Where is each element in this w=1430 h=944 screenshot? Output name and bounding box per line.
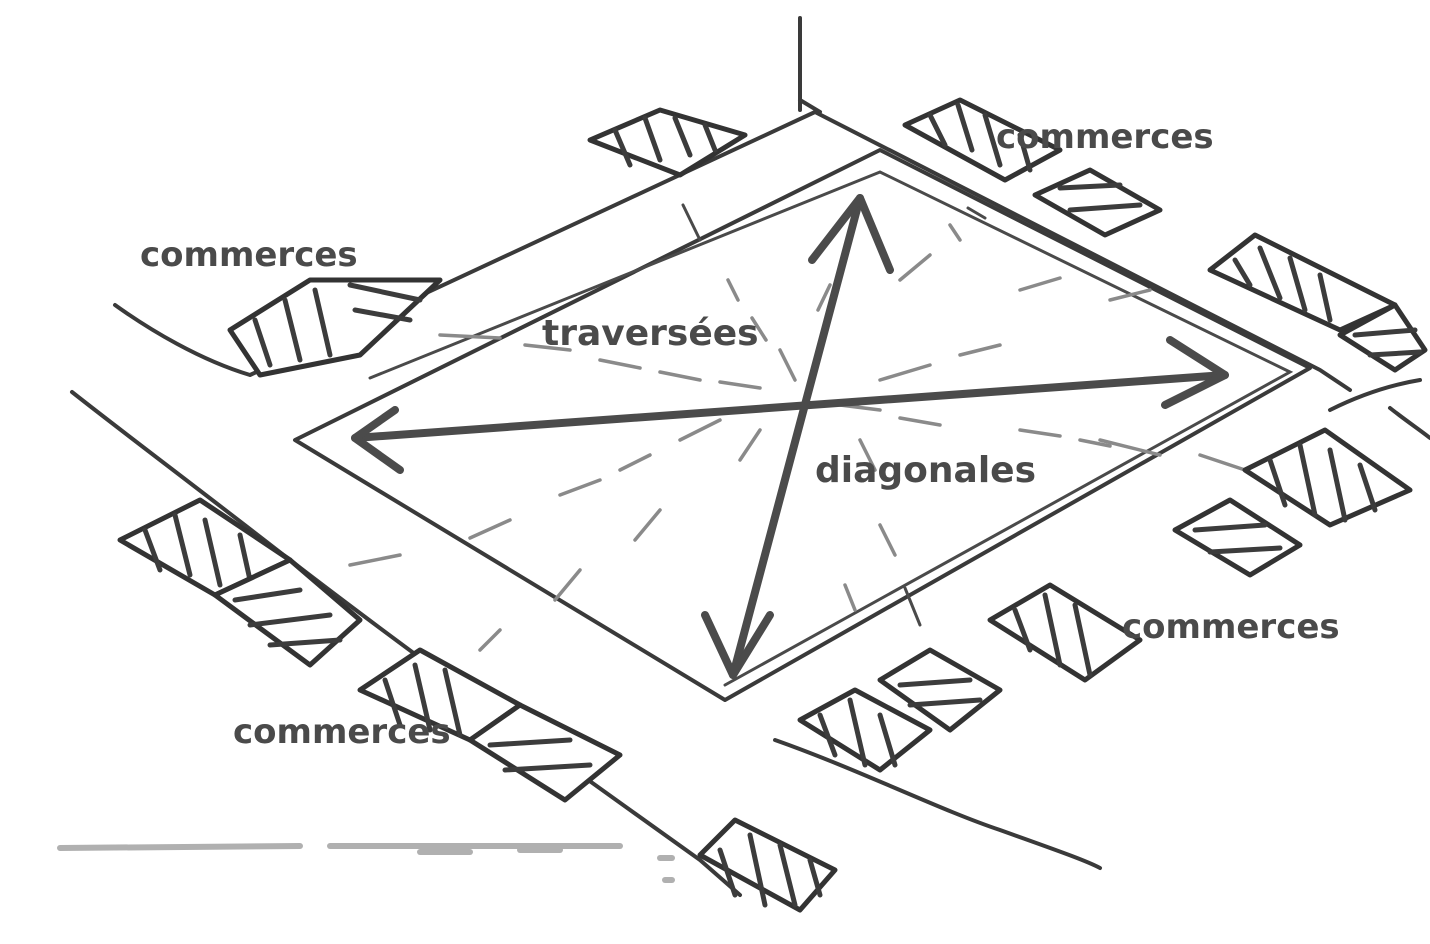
label-shops-right: commerces — [1122, 607, 1340, 647]
cropped-caption-remnant — [60, 846, 672, 880]
shop-block — [1035, 170, 1160, 235]
label-diagonals: diagonales — [815, 450, 1036, 491]
top-street — [800, 18, 820, 112]
shop-block — [990, 585, 1140, 680]
vertical-arrow — [705, 198, 890, 675]
label-shops-top-left: commerces — [140, 235, 358, 275]
shop-block — [1210, 235, 1395, 330]
shop-block — [590, 110, 745, 175]
label-shops-bottom-left: commerces — [233, 712, 451, 752]
shop-block — [700, 820, 835, 910]
shop-block — [230, 280, 440, 375]
label-shops-top-right: commerces — [996, 117, 1214, 157]
shop-block — [1175, 500, 1300, 575]
shop-block — [1245, 430, 1410, 525]
label-crossings: traversées — [542, 313, 759, 354]
